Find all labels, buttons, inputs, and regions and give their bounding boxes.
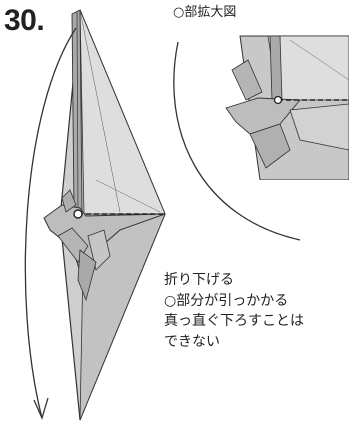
step-number: 30.	[4, 4, 45, 37]
leg-flap	[77, 249, 97, 302]
instruction-line: 真っ直ぐ下ろすことは	[164, 313, 304, 329]
instruction-text: 折り下げる ○部分が引っかかる 真っ直ぐ下ろすことは できない	[164, 270, 349, 352]
zoom-label: ○部拡大図	[173, 5, 237, 20]
body-fold-1	[61, 189, 77, 213]
instruction-line: 折り下げる	[164, 272, 234, 288]
catch-point-marker	[73, 209, 83, 219]
body-fold-3	[87, 229, 111, 271]
kite-upper-facet	[79, 9, 166, 215]
instruction-line: ○部分が引っかかる	[164, 292, 289, 309]
zoom-detail	[225, 35, 349, 180]
fold-down-arrowhead	[33, 397, 49, 420]
zoom-catch-point-marker	[273, 95, 283, 105]
instruction-line: できない	[164, 333, 220, 350]
fold-down-arrow	[24, 27, 77, 419]
zoom-boundary-arc	[173, 41, 301, 241]
main-model	[43, 9, 166, 421]
kite-lower-facet	[79, 213, 166, 421]
